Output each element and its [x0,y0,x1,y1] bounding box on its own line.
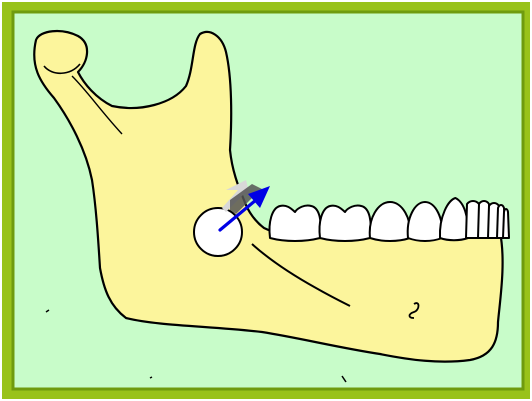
tooth-molar [319,205,370,241]
stray-mark [150,377,152,378]
pivot-circle [194,208,242,256]
tooth-molar [269,205,320,241]
tooth-incisor [503,209,509,238]
